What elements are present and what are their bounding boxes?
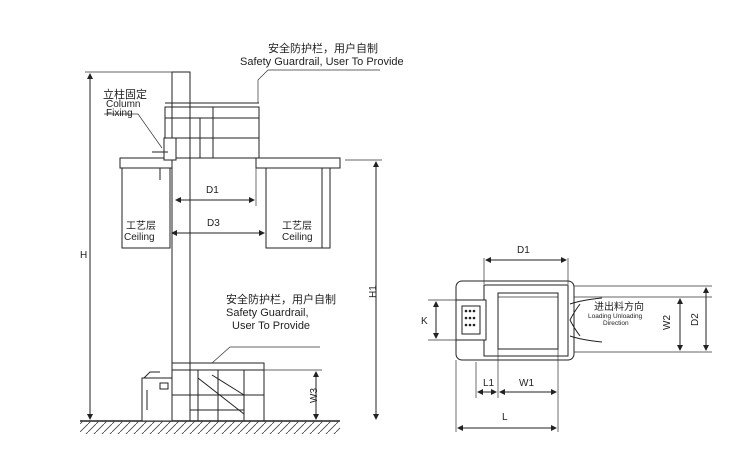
- guardrail-top-cn: 安全防护栏，用户自制: [268, 41, 378, 55]
- side-elevation: H H1 工艺层 Ceiling 工艺层 Ceiling 安全防护栏，用户自制: [80, 41, 404, 434]
- loading-cn: 进出料方向: [594, 300, 644, 313]
- dim-K-label: K: [421, 316, 428, 327]
- carriage: [171, 362, 265, 422]
- dim-D3-label: D3: [207, 218, 220, 229]
- ceiling-left: [121, 168, 171, 249]
- ceiling-right-cn: 工艺层: [282, 220, 312, 232]
- dim-D1-side-label: D1: [206, 185, 219, 196]
- column: [171, 71, 191, 422]
- ground-hatch: [80, 421, 340, 434]
- ceiling-left-en: Ceiling: [124, 232, 155, 243]
- column-fixing-cn: 立柱固定: [103, 87, 147, 101]
- ceiling-left-cn: 工艺层: [126, 220, 156, 232]
- column-fixing-en1: Column: [106, 99, 140, 110]
- dim-H1-label: H1: [368, 285, 379, 298]
- guardrail-mid-en1: Safety Guardrail,: [226, 307, 309, 319]
- dim-D2-label: D2: [690, 313, 701, 326]
- dim-D1-plan-label: D1: [517, 245, 530, 256]
- slab-right-top: [255, 157, 341, 169]
- plan-controls: [464, 309, 476, 327]
- slab-left-top: [119, 157, 173, 169]
- loading-en1: Loading Unloading: [588, 313, 643, 320]
- ceiling-right: [265, 168, 331, 249]
- dim-L-label: L: [502, 412, 508, 423]
- dim-W1-label: W1: [519, 378, 534, 389]
- loading-en2: Direction: [603, 320, 629, 327]
- plan-view: D1 K W2 D2 进出料方向 Loading Unloading Direc…: [421, 245, 712, 432]
- dim-L1-label: L1: [483, 378, 495, 389]
- column-fixing-bracket: [163, 137, 177, 161]
- dim-W2-label: W2: [662, 315, 673, 330]
- ceiling-right-en: Ceiling: [282, 232, 313, 243]
- dim-H-label: H: [80, 250, 87, 261]
- plan-cabin: [497, 292, 559, 350]
- column-fixing-leader: [104, 113, 163, 149]
- guardrail-top-en: Safety Guardrail, User To Provide: [240, 56, 404, 68]
- guardrail-mid-en2: User To Provide: [232, 320, 310, 332]
- guardrail-top-leader: [257, 69, 380, 103]
- plan-platform: [483, 284, 569, 357]
- guardrail-top: [164, 102, 260, 159]
- guardrail-mid-leader: [211, 346, 320, 364]
- column-fixing-en2: Fixing: [106, 108, 133, 119]
- dim-W3-label: W3: [309, 388, 320, 403]
- plan-column: [455, 299, 487, 341]
- guardrail-mid-cn: 安全防护栏，用户自制: [226, 292, 336, 306]
